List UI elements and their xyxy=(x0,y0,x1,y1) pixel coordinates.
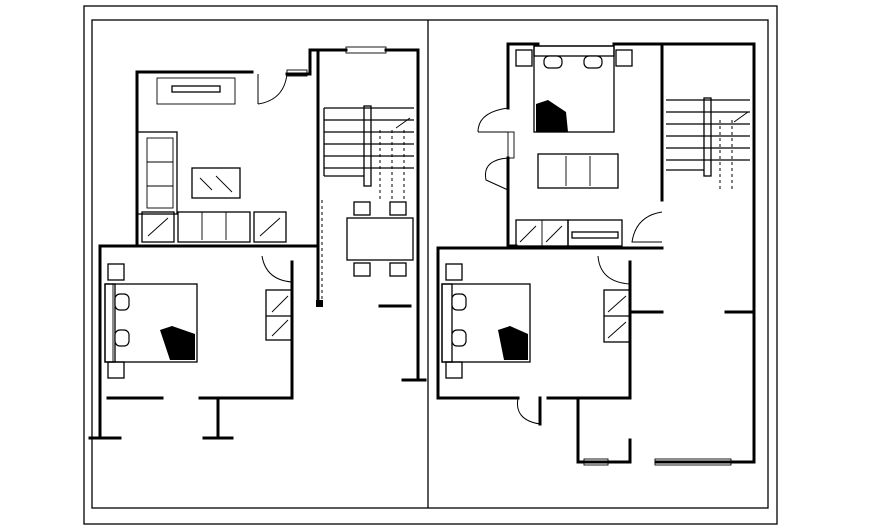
sheet-border xyxy=(83,5,778,525)
bed xyxy=(104,263,198,379)
sofa-set xyxy=(136,131,287,243)
window xyxy=(654,458,732,466)
bed xyxy=(515,45,633,133)
door-swing xyxy=(261,255,293,283)
kitchen-counter xyxy=(156,77,236,105)
staircase xyxy=(666,97,750,192)
bed xyxy=(441,263,531,379)
ground-floor-plan xyxy=(88,46,427,440)
right-plan-walls xyxy=(436,42,756,464)
wardrobe xyxy=(603,289,631,343)
sofa xyxy=(537,153,619,189)
wardrobe xyxy=(515,219,623,247)
door-swing xyxy=(631,211,663,243)
staircase xyxy=(316,105,414,307)
wardrobe xyxy=(265,289,293,341)
window xyxy=(583,458,609,466)
left-plan-walls xyxy=(88,48,427,440)
door-swing xyxy=(257,69,308,105)
dining-table xyxy=(346,201,414,277)
door-swing xyxy=(477,107,515,191)
first-floor-plan xyxy=(436,42,756,466)
door-swing xyxy=(516,255,631,425)
window xyxy=(345,46,387,54)
